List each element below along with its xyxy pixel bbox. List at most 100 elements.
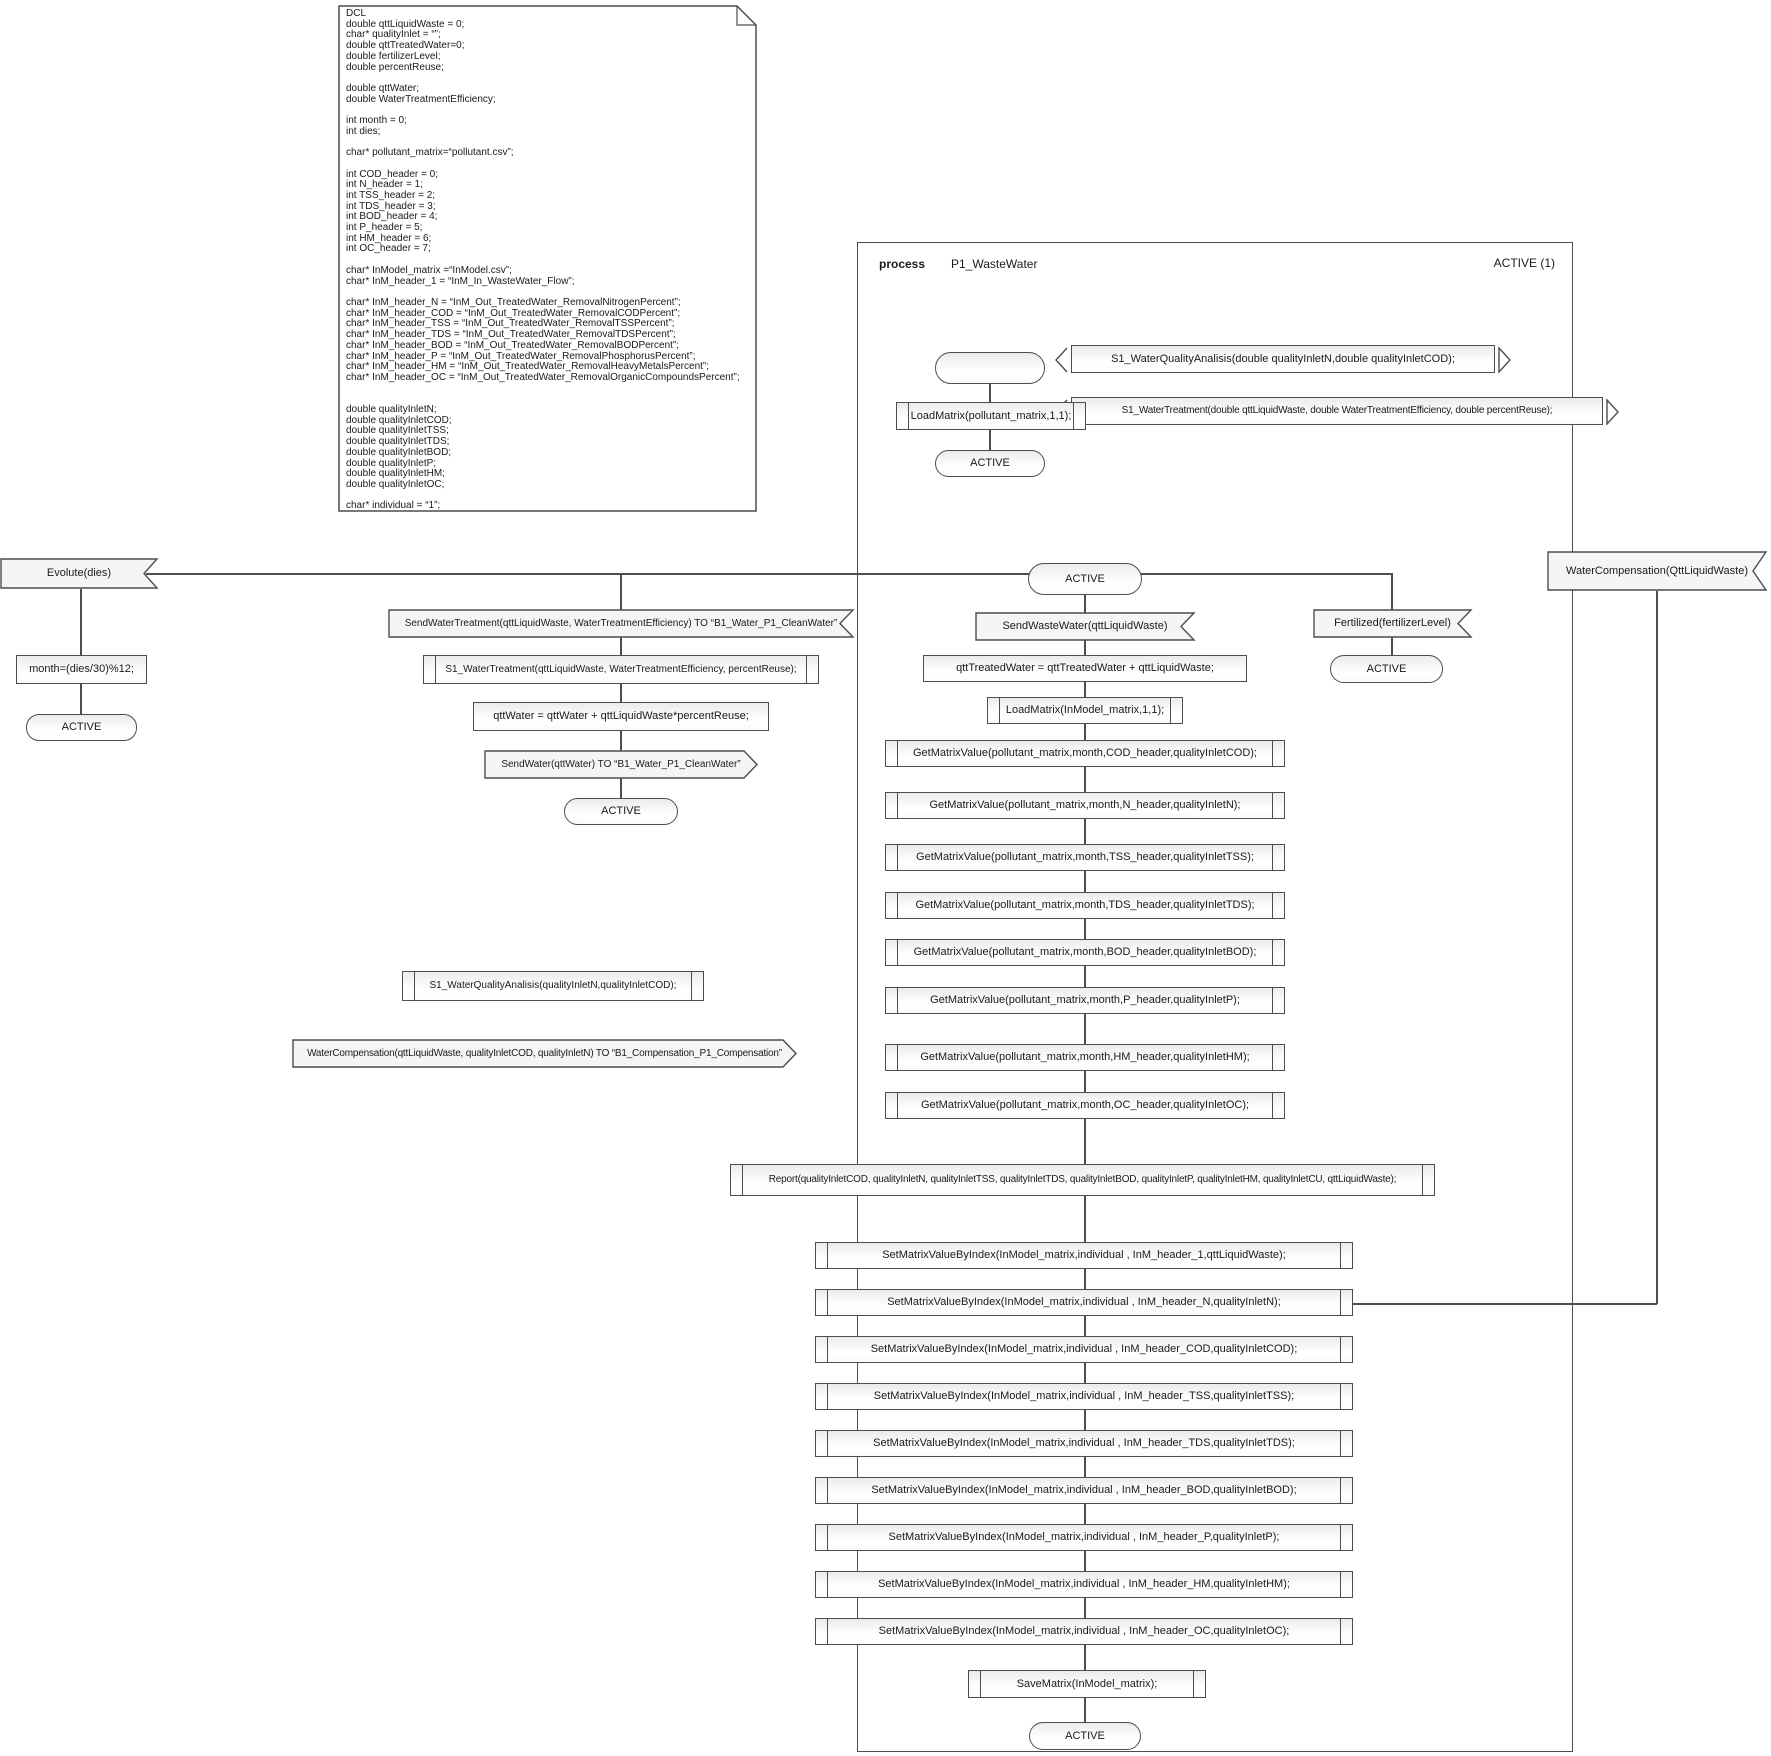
state-active-left[interactable]: ACTIVE — [26, 714, 137, 741]
call-label: SetMatrixValueByIndex(InModel_matrix,ind… — [887, 1296, 1281, 1309]
signal-list-cap-right-icon — [1498, 346, 1511, 374]
dcl-text: DCL double qttLiquidWaste = 0; char* qua… — [346, 8, 740, 512]
call-s1-water-quality-analisis[interactable]: S1_WaterQualityAnalisis(qualityInletN,qu… — [402, 971, 704, 1001]
call-save-matrix[interactable]: SaveMatrix(InModel_matrix); — [968, 1670, 1206, 1698]
connector-compensation-horizontal — [1353, 1303, 1657, 1305]
call-set-matrix-header-cod[interactable]: SetMatrixValueByIndex(InModel_matrix,ind… — [815, 1336, 1353, 1363]
call-set-matrix-header-hm[interactable]: SetMatrixValueByIndex(InModel_matrix,ind… — [815, 1571, 1353, 1598]
connector-compensation-vertical — [1656, 591, 1658, 1304]
connector-treatment-branch — [620, 573, 622, 798]
call-label: Report(qualityInletCOD, qualityInletN, q… — [768, 1174, 1397, 1186]
task-month-calculation[interactable]: month=(dies/30)%12; — [16, 655, 147, 684]
input-signal-evolute[interactable]: Evolute(dies) — [0, 558, 159, 589]
signal-declaration-label: S1_WaterQualityAnalisis(double qualityIn… — [1111, 352, 1455, 365]
state-label: ACTIVE — [1065, 572, 1105, 585]
call-get-matrix-value-tss[interactable]: GetMatrixValue(pollutant_matrix,month,TS… — [885, 844, 1285, 871]
call-label: GetMatrixValue(pollutant_matrix,month,TD… — [915, 899, 1255, 912]
connector-main-flow — [1084, 595, 1086, 1722]
call-set-matrix-header-bod[interactable]: SetMatrixValueByIndex(InModel_matrix,ind… — [815, 1477, 1353, 1504]
state-active-main-bottom[interactable]: ACTIVE — [1029, 1722, 1141, 1750]
process-kind-label: process — [879, 257, 926, 271]
call-label: GetMatrixValue(pollutant_matrix,month,BO… — [913, 946, 1257, 959]
output-signal-send-water[interactable]: SendWater(qttWater) TO “B1_Water_P1_Clea… — [484, 750, 758, 779]
call-label: S1_WaterTreatment(qttLiquidWaste, WaterT… — [445, 663, 797, 675]
call-label: GetMatrixValue(pollutant_matrix,month,HM… — [920, 1051, 1250, 1064]
signal-declaration-water-quality[interactable]: S1_WaterQualityAnalisis(double qualityIn… — [1055, 345, 1511, 374]
signal-declaration-label: S1_WaterTreatment(double qttLiquidWaste,… — [1121, 405, 1553, 417]
call-label: SetMatrixValueByIndex(InModel_matrix,ind… — [878, 1625, 1290, 1638]
signal-shape-icon — [975, 612, 1196, 641]
call-s1-water-treatment[interactable]: S1_WaterTreatment(qttLiquidWaste, WaterT… — [423, 655, 819, 684]
signal-shape-icon — [388, 609, 855, 638]
task-label: qttWater = qttWater + qttLiquidWaste*per… — [493, 710, 749, 723]
call-set-matrix-header-tds[interactable]: SetMatrixValueByIndex(InModel_matrix,ind… — [815, 1430, 1353, 1457]
process-title: P1_WasteWater — [951, 257, 1038, 271]
signal-shape-icon — [0, 558, 159, 589]
signal-list-cap-left-icon — [1055, 347, 1068, 373]
connector-main-horizontal — [146, 573, 1392, 575]
task-label: month=(dies/30)%12; — [29, 663, 134, 676]
call-label: GetMatrixValue(pollutant_matrix,month,P_… — [930, 994, 1240, 1007]
call-label: SetMatrixValueByIndex(InModel_matrix,ind… — [873, 1390, 1295, 1403]
signal-list-cap-right-icon — [1606, 398, 1619, 426]
state-active-fertilizer[interactable]: ACTIVE — [1330, 655, 1443, 683]
call-set-matrix-header-oc[interactable]: SetMatrixValueByIndex(InModel_matrix,ind… — [815, 1618, 1353, 1645]
call-get-matrix-value-tds[interactable]: GetMatrixValue(pollutant_matrix,month,TD… — [885, 892, 1285, 919]
state-label: ACTIVE — [1366, 662, 1407, 675]
connector-start-to-load — [989, 384, 991, 402]
state-label: ACTIVE — [1065, 1729, 1105, 1742]
signal-declaration-water-treatment[interactable]: S1_WaterTreatment(double qttLiquidWaste,… — [1055, 397, 1619, 426]
call-get-matrix-value-cod[interactable]: GetMatrixValue(pollutant_matrix,month,CO… — [885, 740, 1285, 767]
start-symbol[interactable] — [935, 352, 1045, 384]
call-get-matrix-value-n[interactable]: GetMatrixValue(pollutant_matrix,month,N_… — [885, 792, 1285, 819]
process-status-label: ACTIVE (1) — [1493, 256, 1555, 270]
input-signal-send-water-treatment[interactable]: SendWaterTreatment(qttLiquidWaste, Water… — [388, 609, 855, 638]
call-label: LoadMatrix(pollutant_matrix,1,1); — [910, 409, 1072, 422]
state-active-treatment[interactable]: ACTIVE — [564, 798, 678, 825]
call-load-inmodel-matrix[interactable]: LoadMatrix(InModel_matrix,1,1); — [987, 697, 1183, 724]
call-label: SetMatrixValueByIndex(InModel_matrix,ind… — [873, 1437, 1295, 1450]
output-signal-water-compensation[interactable]: WaterCompensation(qttLiquidWaste, qualit… — [292, 1039, 797, 1068]
call-label: SetMatrixValueByIndex(InModel_matrix,ind… — [870, 1343, 1298, 1356]
call-get-matrix-value-bod[interactable]: GetMatrixValue(pollutant_matrix,month,BO… — [885, 939, 1285, 966]
connector-left-branch — [80, 589, 82, 714]
call-set-matrix-header-p[interactable]: SetMatrixValueByIndex(InModel_matrix,ind… — [815, 1524, 1353, 1551]
dcl-declaration-note[interactable]: DCL double qttLiquidWaste = 0; char* qua… — [338, 5, 757, 512]
call-label: LoadMatrix(InModel_matrix,1,1); — [1005, 704, 1165, 717]
call-label: SetMatrixValueByIndex(InModel_matrix,ind… — [871, 1484, 1297, 1497]
call-label: SetMatrixValueByIndex(InModel_matrix,ind… — [888, 1531, 1280, 1544]
state-active-main-top[interactable]: ACTIVE — [1028, 563, 1142, 595]
input-signal-water-compensation[interactable]: WaterCompensation(QttLiquidWaste) — [1547, 551, 1768, 591]
task-qtt-water-update[interactable]: qttWater = qttWater + qttLiquidWaste*per… — [473, 702, 769, 731]
call-label: GetMatrixValue(pollutant_matrix,month,CO… — [912, 747, 1257, 760]
state-label: ACTIVE — [970, 457, 1010, 470]
call-get-matrix-value-hm[interactable]: GetMatrixValue(pollutant_matrix,month,HM… — [885, 1044, 1285, 1071]
signal-shape-icon — [484, 750, 758, 779]
call-set-matrix-header-n[interactable]: SetMatrixValueByIndex(InModel_matrix,ind… — [815, 1289, 1353, 1316]
call-get-matrix-value-oc[interactable]: GetMatrixValue(pollutant_matrix,month,OC… — [885, 1092, 1285, 1119]
call-set-matrix-header1[interactable]: SetMatrixValueByIndex(InModel_matrix,ind… — [815, 1242, 1353, 1269]
signal-shape-icon — [1547, 551, 1768, 591]
call-get-matrix-value-p[interactable]: GetMatrixValue(pollutant_matrix,month,P_… — [885, 987, 1285, 1014]
call-label: SetMatrixValueByIndex(InModel_matrix,ind… — [878, 1578, 1290, 1591]
signal-shape-icon — [1313, 609, 1473, 638]
task-qtt-treated-water[interactable]: qttTreatedWater = qttTreatedWater + qttL… — [923, 655, 1247, 682]
call-label: S1_WaterQualityAnalisis(qualityInletN,qu… — [429, 980, 677, 992]
state-label: ACTIVE — [61, 721, 102, 734]
task-label: qttTreatedWater = qttTreatedWater + qttL… — [956, 662, 1214, 675]
state-label: ACTIVE — [601, 805, 641, 818]
note-outline-icon — [338, 5, 757, 512]
call-report[interactable]: Report(qualityInletCOD, qualityInletN, q… — [730, 1164, 1435, 1196]
load-pollutant-matrix-call[interactable]: LoadMatrix(pollutant_matrix,1,1); — [896, 402, 1086, 430]
call-label: SetMatrixValueByIndex(InModel_matrix,ind… — [882, 1249, 1286, 1262]
call-label: GetMatrixValue(pollutant_matrix,month,TS… — [916, 851, 1254, 864]
input-signal-fertilized[interactable]: Fertilized(fertilizerLevel) — [1313, 609, 1473, 638]
call-label: SaveMatrix(InModel_matrix); — [1016, 1677, 1158, 1690]
input-signal-send-waste-water[interactable]: SendWasteWater(qttLiquidWaste) — [975, 612, 1196, 641]
signal-shape-icon — [292, 1039, 797, 1068]
call-set-matrix-header-tss[interactable]: SetMatrixValueByIndex(InModel_matrix,ind… — [815, 1383, 1353, 1410]
connector-load-to-state — [989, 430, 991, 450]
call-label: GetMatrixValue(pollutant_matrix,month,N_… — [929, 799, 1241, 812]
state-active-start[interactable]: ACTIVE — [935, 450, 1045, 477]
call-label: GetMatrixValue(pollutant_matrix,month,OC… — [920, 1099, 1250, 1112]
